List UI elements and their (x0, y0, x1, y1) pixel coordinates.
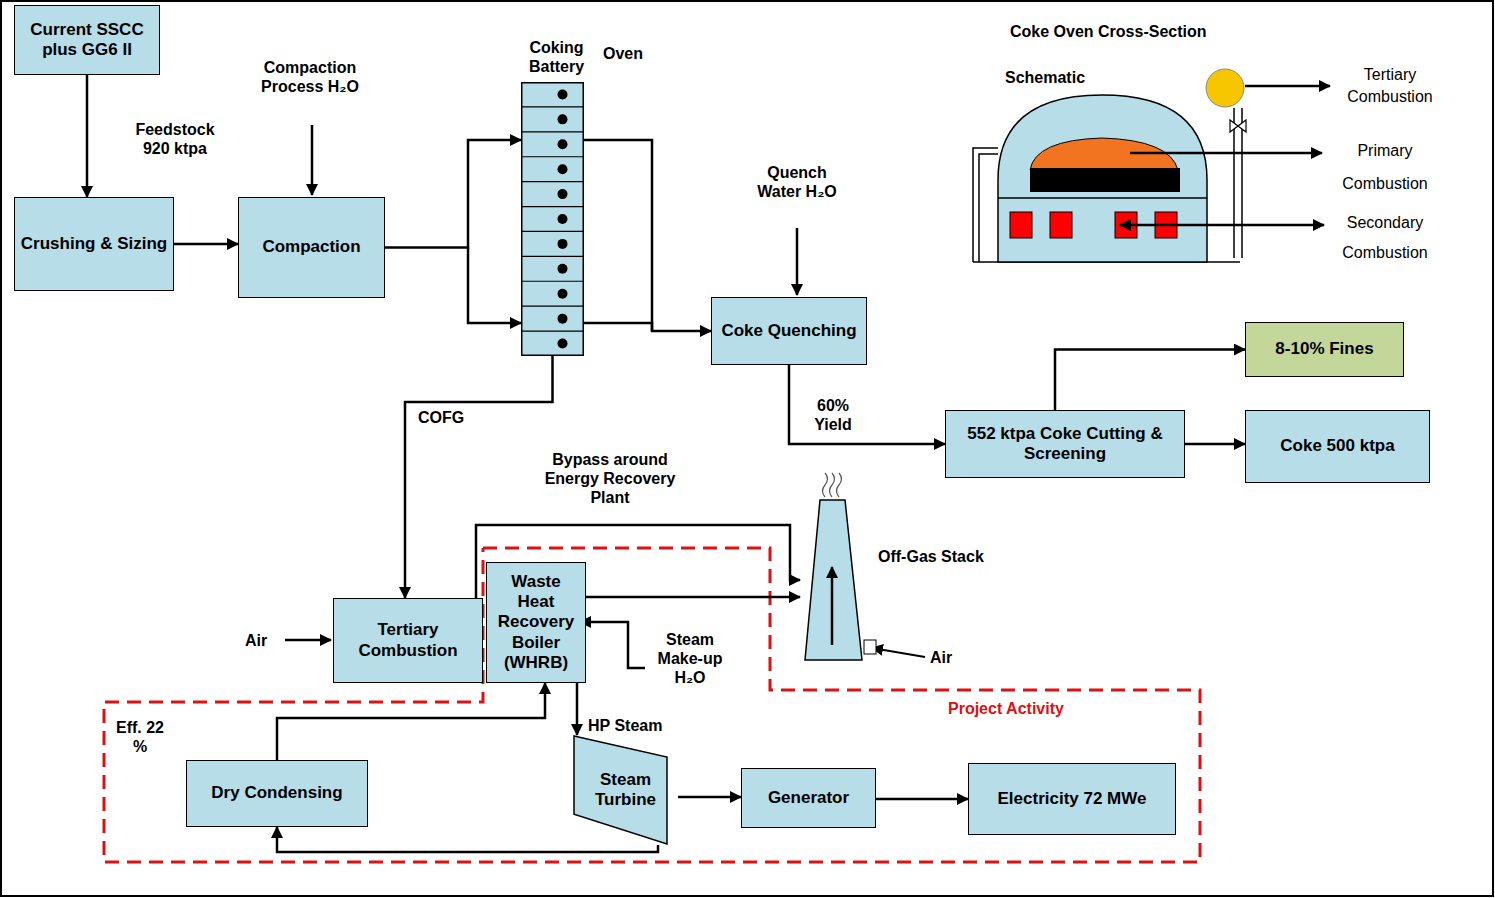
stack-shape: Off-Gas Stack (800, 495, 868, 662)
connector-path (584, 140, 711, 331)
project-boundary (104, 548, 1200, 862)
heading-label: Schematic (1005, 68, 1085, 87)
input-label: Compaction Process H₂O (250, 58, 370, 96)
node-text: Coke 500 ktpa (1276, 436, 1398, 456)
connector-path (468, 248, 521, 324)
boiler-box: Waste Heat Recovery Boiler (WHRB) (486, 562, 586, 683)
node-text: Crushing & Sizing (17, 234, 171, 254)
stack-outline (800, 495, 868, 662)
input-label: Steam Make-up H₂O (650, 630, 730, 687)
flow-connector (277, 683, 545, 760)
connector-path (277, 683, 545, 760)
connector-path (789, 365, 945, 444)
flow-connector (1055, 350, 1245, 411)
note-label: Eff. 22 % (113, 718, 167, 756)
flow-connector (385, 140, 521, 323)
process-box: Tertiary Combustion (333, 598, 483, 683)
flow-connector (586, 597, 800, 598)
flow-connector (678, 797, 741, 798)
node-text: Generator (764, 788, 853, 808)
edge-label: COFG (418, 408, 464, 427)
connector-path (174, 243, 238, 246)
region-label: Project Activity (948, 699, 1064, 718)
output-box: 8-10% Fines (1245, 322, 1404, 377)
connector-path (1055, 350, 1245, 411)
process-box: Dry Condensing (186, 760, 368, 827)
connector-path (584, 323, 652, 331)
heading-label: Oven (603, 44, 643, 63)
air-arrow (872, 648, 925, 657)
output-box: Electricity 72 MWe (968, 763, 1176, 835)
node-text: Steam Turbine (573, 770, 678, 811)
callout-label: Tertiary Combustion (1335, 64, 1445, 108)
node-text: Coke Quenching (717, 321, 860, 341)
callout-label: Primary Combustion (1330, 134, 1440, 200)
input-label: Air (930, 648, 952, 667)
heading-label: Coke Oven Cross-Section (1010, 22, 1207, 41)
callout-label: Secondary Combustion (1330, 208, 1440, 268)
edge-label: 60% Yield (798, 396, 868, 434)
battery-column (521, 82, 584, 356)
node-text: 8-10% Fines (1271, 339, 1377, 359)
edge-label: Bypass around Energy Recovery Plant (535, 450, 685, 507)
edge-label: Feedstock 920 ktpa (125, 120, 225, 158)
connector-path (586, 596, 800, 599)
flow-connector (87, 75, 88, 197)
input-label: Air (245, 631, 267, 650)
oven-schematic (973, 69, 1330, 262)
node-text: Coking Battery (509, 38, 604, 76)
flow-connector (277, 827, 658, 852)
flow-connector (876, 799, 968, 800)
water-arrow (311, 125, 314, 195)
flow-connector (584, 140, 711, 331)
input-label: Quench Water H₂O (757, 163, 837, 201)
node-text: Electricity 72 MWe (994, 789, 1151, 809)
process-box: Coke Quenching (711, 297, 867, 365)
node-text: Tertiary Combustion (334, 620, 482, 661)
connector-path (876, 798, 968, 801)
node-text: 552 ktpa Coke Cutting & Screening (946, 424, 1184, 465)
water-arrow (796, 228, 799, 295)
node-text: Waste Heat Recovery Boiler (WHRB) (487, 572, 585, 674)
output-box: Coke 500 ktpa (1245, 410, 1430, 483)
node-text: Compaction (258, 237, 364, 257)
node-text: Dry Condensing (207, 783, 346, 803)
process-box: 552 ktpa Coke Cutting & Screening (945, 410, 1185, 478)
flow-connector (789, 365, 945, 444)
connector-path (86, 75, 89, 197)
connectors (87, 75, 1245, 852)
connector-path (678, 796, 741, 799)
connector-path (576, 683, 579, 735)
connector-path (1185, 443, 1245, 446)
coke-battery: Coking Battery (521, 82, 584, 356)
process-box: Crushing & Sizing (14, 197, 174, 291)
flow-connector (577, 683, 578, 735)
turbine-shape: Steam Turbine (573, 735, 678, 845)
node-text: Off-Gas Stack (874, 547, 988, 566)
process-box: Compaction (238, 197, 385, 298)
flow-connector (1185, 444, 1245, 445)
makeup-arrow (580, 622, 645, 668)
damper-symbol (864, 640, 876, 654)
connector-path (385, 140, 521, 248)
process-box: Generator (741, 768, 876, 828)
edge-label: HP Steam (588, 716, 662, 735)
connector-path (277, 827, 658, 852)
source-box: Current SSCC plus GG6 II (14, 5, 160, 75)
flow-connector (174, 244, 238, 245)
node-text: Current SSCC plus GG6 II (15, 20, 159, 61)
air-arrow (285, 639, 331, 642)
